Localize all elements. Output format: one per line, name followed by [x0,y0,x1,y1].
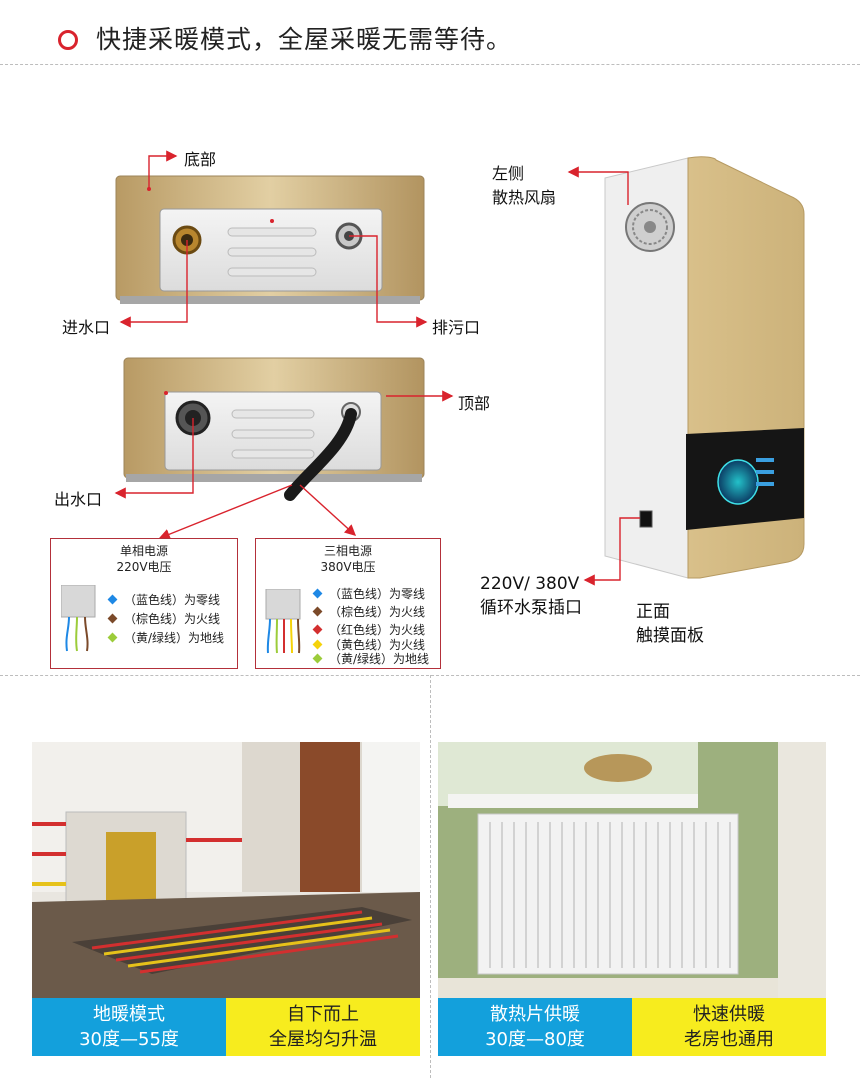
leader-socket [583,517,640,586]
single-phase-wire-row: （蓝色线）为零线 [107,591,221,608]
side-heater-unit [604,156,805,579]
three-phase-cable-icon [265,589,301,654]
wire-use: 为零线 [389,587,426,601]
radiator-mode-caption: 散热片供暖 30度—80度 [438,998,632,1056]
three-phase-title-line1: 三相电源 [323,544,372,558]
feature-line1: 快速供暖 [693,1004,765,1025]
label-left-fan-line2: 散热风扇 [492,188,557,207]
leader-inlet [119,240,188,328]
wire-use: 为火线 [389,605,426,619]
label-front-panel-line2: 触摸面板 [636,626,704,646]
wire-use: 为火线 [389,623,426,637]
wire-color: （黄色线） [329,638,390,652]
heater-diagram [114,150,805,586]
floor-heating-feature-caption: 自下而上 全屋均匀升温 [226,998,420,1056]
wire-color: （黄/绿线） [329,652,394,666]
three-phase-wire-row: （黄色线）为火线 [312,636,426,653]
single-phase-cable-icon [61,585,96,652]
label-left-fan-line1: 左侧 [492,164,525,183]
yellow-wire-diamond-icon [312,639,323,650]
mode-name: 地暖模式 [93,1004,165,1025]
single-phase-wire-row: （棕色线）为火线 [107,610,221,627]
radiator-photo [438,742,826,998]
single-phase-wiring-box: 单相电源 220V电压 （蓝色线）为零线 （棕色线）为火线 （黄/绿线）为地线 [50,538,238,669]
label-pump-socket-line2: 循环水泵插口 [480,598,582,618]
label-pump-socket-line1: 220V/ 380V [480,574,580,594]
floor-heating-mode-caption: 地暖模式 30度—55度 [32,998,226,1056]
mode-temperature: 30度—80度 [485,1029,585,1050]
label-top: 顶部 [458,394,491,413]
wire-use: 为地线 [188,631,225,645]
wire-color: （棕色线） [329,605,390,619]
three-phase-wire-row: （黄/绿线）为地线 [312,650,430,667]
feature-line2: 全屋均匀升温 [269,1029,377,1050]
brown-wire-diamond-icon [312,606,323,617]
wire-color: （蓝色线） [124,593,185,607]
blue-wire-diamond-icon [107,594,118,605]
leader-three-phase [299,484,357,536]
feature-line1: 自下而上 [287,1004,359,1025]
mode-temperature: 30度—55度 [79,1029,179,1050]
three-phase-title-line2: 380V电压 [320,560,376,574]
mode-name: 散热片供暖 [490,1004,580,1025]
brown-wire-diamond-icon [107,613,118,624]
wire-use: 为火线 [184,612,221,626]
top-view-unit [123,357,425,501]
label-water-inlet: 进水口 [62,318,111,337]
leader-fan [567,166,629,205]
column-divider [430,675,431,1078]
three-phase-wire-row: （红色线）为火线 [312,621,426,638]
wire-use: 为地线 [393,652,430,666]
three-phase-wire-row: （棕色线）为火线 [312,603,426,620]
wire-color: （蓝色线） [329,587,390,601]
single-phase-title-line2: 220V电压 [116,560,172,574]
wire-use: 为火线 [389,638,426,652]
three-phase-wiring-box: 三相电源 380V电压 （蓝色线）为零线 （棕色线）为火线 （红色线）为火线 （… [255,538,441,669]
label-left-fan: 左侧 散热风扇 [492,162,556,210]
page-title: 快捷采暖模式，全屋采暖无需等待。 [96,25,513,54]
circle-bullet-icon [58,30,78,50]
radiator-feature-caption: 快速供暖 老房也通用 [632,998,826,1056]
label-water-outlet: 出水口 [54,490,103,509]
leader-bottom [148,150,178,189]
bottom-view-unit [115,175,425,304]
blue-wire-diamond-icon [312,588,323,599]
three-phase-wire-row: （蓝色线）为零线 [312,585,426,602]
leader-outlet [114,418,194,499]
floor-heating-photo [32,742,420,998]
red-wire-diamond-icon [312,624,323,635]
label-front-panel: 正面 触摸面板 [636,600,704,648]
green-wire-diamond-icon [312,653,323,664]
wire-color: （棕色线） [124,612,185,626]
green-wire-diamond-icon [107,632,118,643]
label-pump-socket: 220V/ 380V 循环水泵插口 [480,572,582,620]
label-front-panel-line1: 正面 [636,602,670,622]
header-divider [0,64,860,65]
single-phase-wire-row: （黄/绿线）为地线 [107,629,225,646]
leader-single-phase [158,484,293,540]
leader-drain [349,235,428,328]
wire-use: 为零线 [184,593,221,607]
feature-line2: 老房也通用 [684,1029,774,1050]
section-header: 快捷采暖模式，全屋采暖无需等待。 [0,0,860,66]
wire-color: （黄/绿线） [124,631,189,645]
wire-color: （红色线） [329,623,390,637]
label-drain: 排污口 [432,318,481,337]
single-phase-title-line1: 单相电源 [119,544,168,558]
label-bottom: 底部 [184,150,217,169]
